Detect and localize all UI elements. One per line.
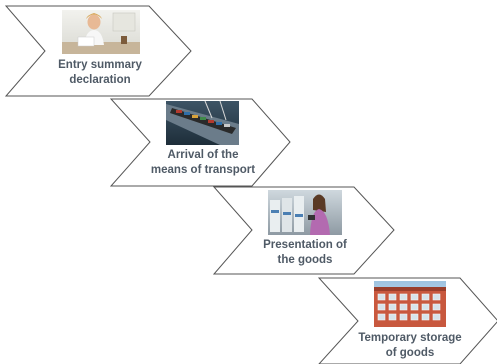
step-2-label: Arrival of the means of transport xyxy=(142,148,264,178)
step-4-label-line-2: of goods xyxy=(385,347,435,359)
step-4-label: Temporary storage of goods xyxy=(352,331,468,361)
container-ship-photo xyxy=(166,100,239,145)
step-2-label-line-2: means of transport xyxy=(150,164,256,176)
step-3-label-line-2: the goods xyxy=(277,254,333,266)
step-3-chevron xyxy=(212,186,395,275)
step-3-label-line-1: Presentation of xyxy=(263,239,347,251)
step-1-label: Entry summary declaration xyxy=(50,58,150,88)
step-3-label: Presentation of the goods xyxy=(252,238,358,268)
step-1-chevron xyxy=(4,5,192,97)
warehouse-worker-photo xyxy=(268,190,342,235)
step-4-label-line-1: Temporary storage xyxy=(358,332,462,344)
storage-building-photo xyxy=(374,281,446,327)
step-2-chevron xyxy=(109,98,291,187)
step-1-label-line-1: Entry summary xyxy=(58,59,142,71)
step-2-label-line-1: Arrival of the xyxy=(167,149,239,161)
step-4-chevron xyxy=(317,277,497,364)
step-1-label-line-2: declaration xyxy=(69,74,131,86)
office-worker-photo xyxy=(62,10,140,54)
